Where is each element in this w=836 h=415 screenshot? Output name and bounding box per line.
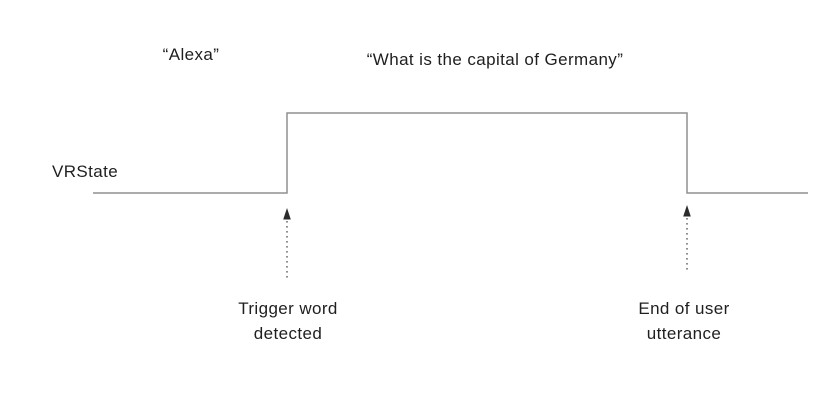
trigger-arrowhead-icon xyxy=(283,208,291,220)
trigger-arrow xyxy=(283,208,291,278)
query-utterance-label: “What is the capital of Germany” xyxy=(366,50,624,69)
vrstate-waveform xyxy=(93,112,808,194)
trigger-word-annotation: Trigger word detected xyxy=(238,299,338,343)
end-arrow xyxy=(683,205,691,271)
trigger-utterance-label: “Alexa” xyxy=(162,45,220,64)
signal-name-label: VRState xyxy=(52,162,119,181)
end-arrowhead-icon xyxy=(683,205,691,217)
end-of-utterance-annotation: End of user utterance xyxy=(638,299,730,343)
